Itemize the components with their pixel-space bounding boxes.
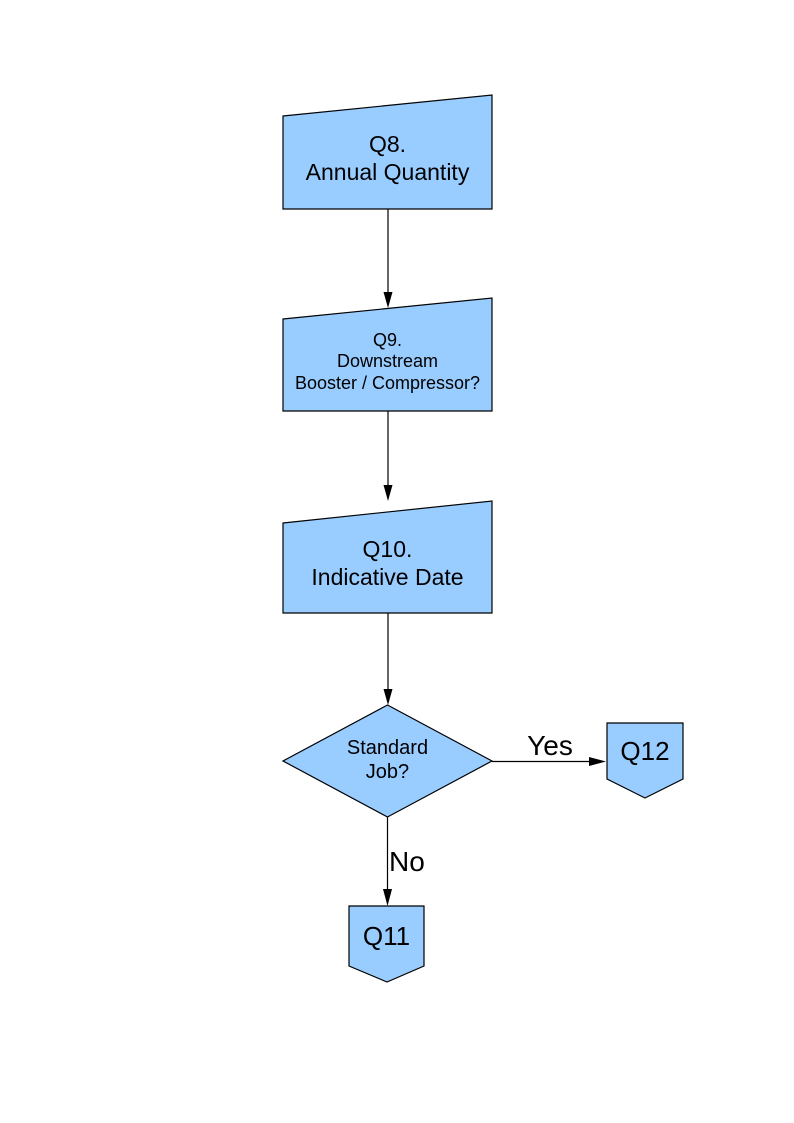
- q9-node-shape: [282, 297, 493, 412]
- arrowhead-q9-q10: [383, 485, 393, 501]
- q12-offpage-connector-label: Q12: [620, 735, 670, 766]
- no-edge-label: No: [389, 846, 425, 878]
- q10-node-shape: [282, 500, 493, 614]
- q8-node-shape: [282, 94, 493, 210]
- yes-edge-label: Yes: [527, 730, 573, 762]
- arrowhead-q8-q9: [383, 292, 393, 308]
- arrowhead-q10-decision: [383, 689, 393, 705]
- arrowhead-decision-q11: [383, 889, 392, 906]
- q8-node-label: Q8. Annual Quantity: [305, 131, 470, 185]
- q12-offpage-connector-shape: [606, 722, 684, 799]
- q10-node-label: Q10. Indicative Date: [311, 536, 464, 590]
- arrowhead-decision-q12: [589, 757, 606, 766]
- q11-offpage-connector-label: Q11: [362, 920, 411, 951]
- standard-job-decision-label: Standard Job?: [346, 737, 429, 783]
- q9-node-label: Q9. Downstream Booster / Compressor?: [294, 330, 481, 393]
- q11-offpage-connector-shape: [348, 905, 425, 983]
